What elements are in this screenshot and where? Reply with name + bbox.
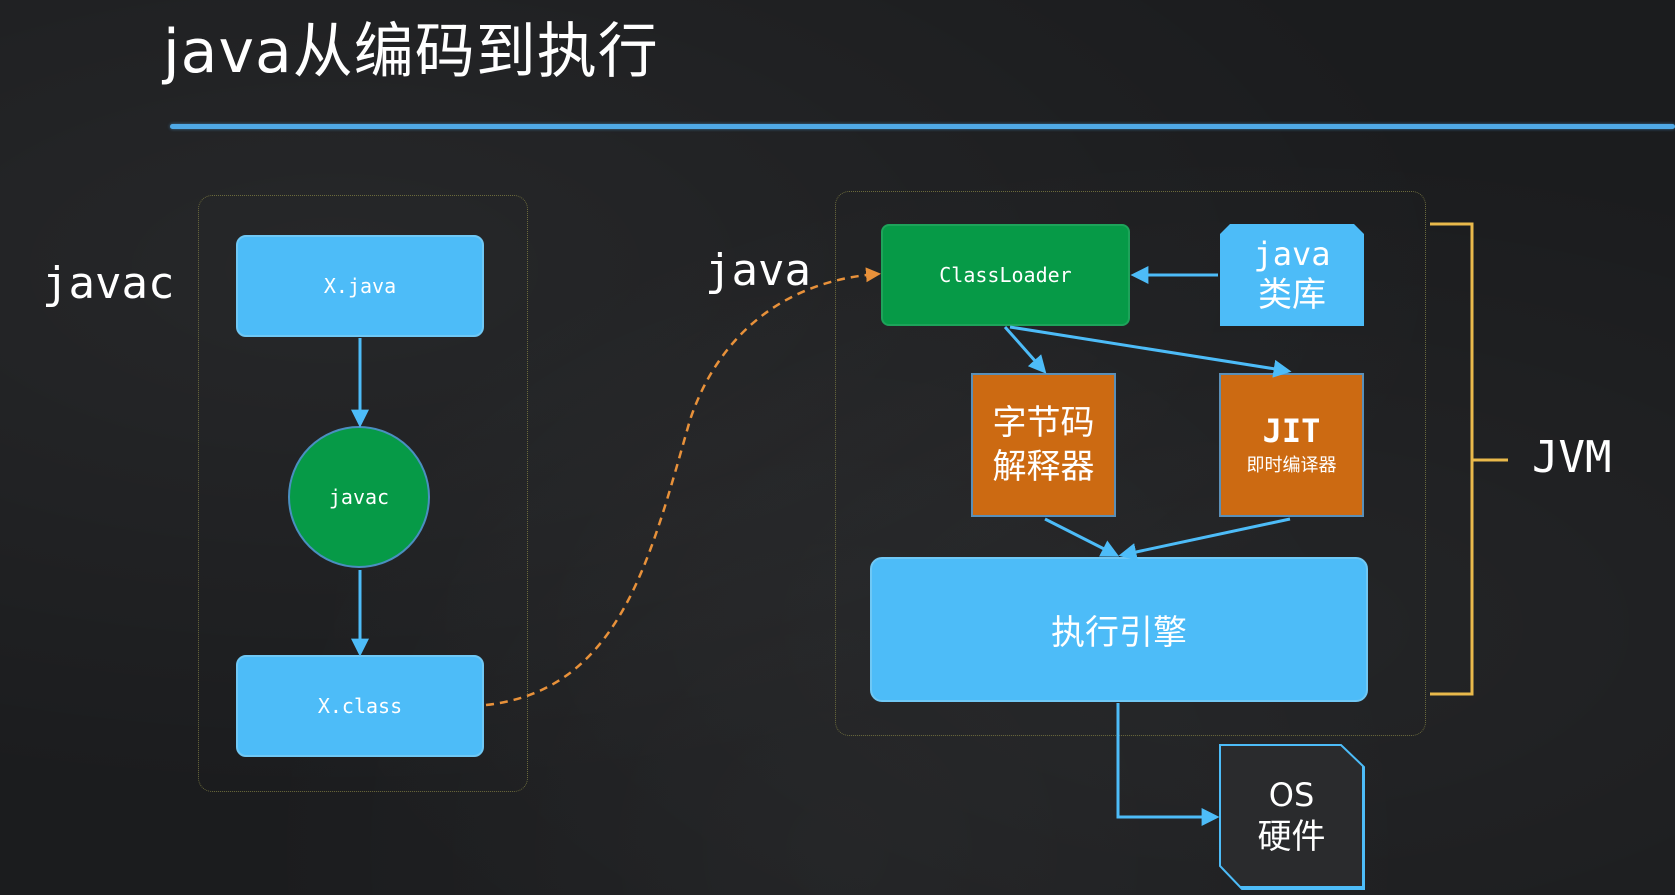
jvm-bracket [1430,222,1508,696]
x-java-label: X.java [323,274,397,298]
java-lib-line1: java [1253,235,1331,273]
interpreter-node: 字节码 解释器 [971,373,1116,517]
interpreter-line2: 解释器 [992,447,1095,487]
arrow-jit-engine [1118,517,1291,561]
interpreter-line1: 字节码 [992,403,1095,443]
classloader-label: ClassLoader [939,263,1072,287]
x-class-label: X.class [317,694,403,718]
title-underline [170,124,1675,129]
x-class-node: X.class [236,655,484,757]
jit-line1: JIT [1262,412,1321,450]
javac-group-frame [198,195,528,792]
execution-engine-node: 执行引擎 [870,557,1368,702]
jvm-group-frame [835,191,1426,736]
jit-line2: 即时编译器 [1246,455,1337,476]
slide-title: java从编码到执行 [163,17,659,87]
java-lib-line2: 类库 [1258,275,1326,315]
arrow-interpreter-engine [1044,517,1120,557]
java-side-label: java [705,245,811,296]
jit-node: JIT 即时编译器 [1219,373,1364,517]
javac-side-label: javac [42,258,175,309]
arrow-classloader-interpreter [1003,326,1047,374]
execution-engine-label: 执行引擎 [1051,613,1187,653]
os-line1: OS [1268,776,1315,814]
java-lib-node: java 类库 [1220,224,1364,326]
jvm-label: JVM [1532,432,1612,483]
os-node-outline [1219,744,1365,890]
classloader-node: ClassLoader [881,224,1130,326]
os-hardware-node: OS 硬件 [1219,744,1364,888]
os-line2: 硬件 [1257,817,1326,857]
javac-circle-label: javac [328,485,390,509]
x-java-node: X.java [236,235,484,337]
arrow-xclass-classloader [485,267,881,707]
arrow-classloader-jit [1009,325,1292,378]
arrow-engine-os [1116,703,1220,826]
